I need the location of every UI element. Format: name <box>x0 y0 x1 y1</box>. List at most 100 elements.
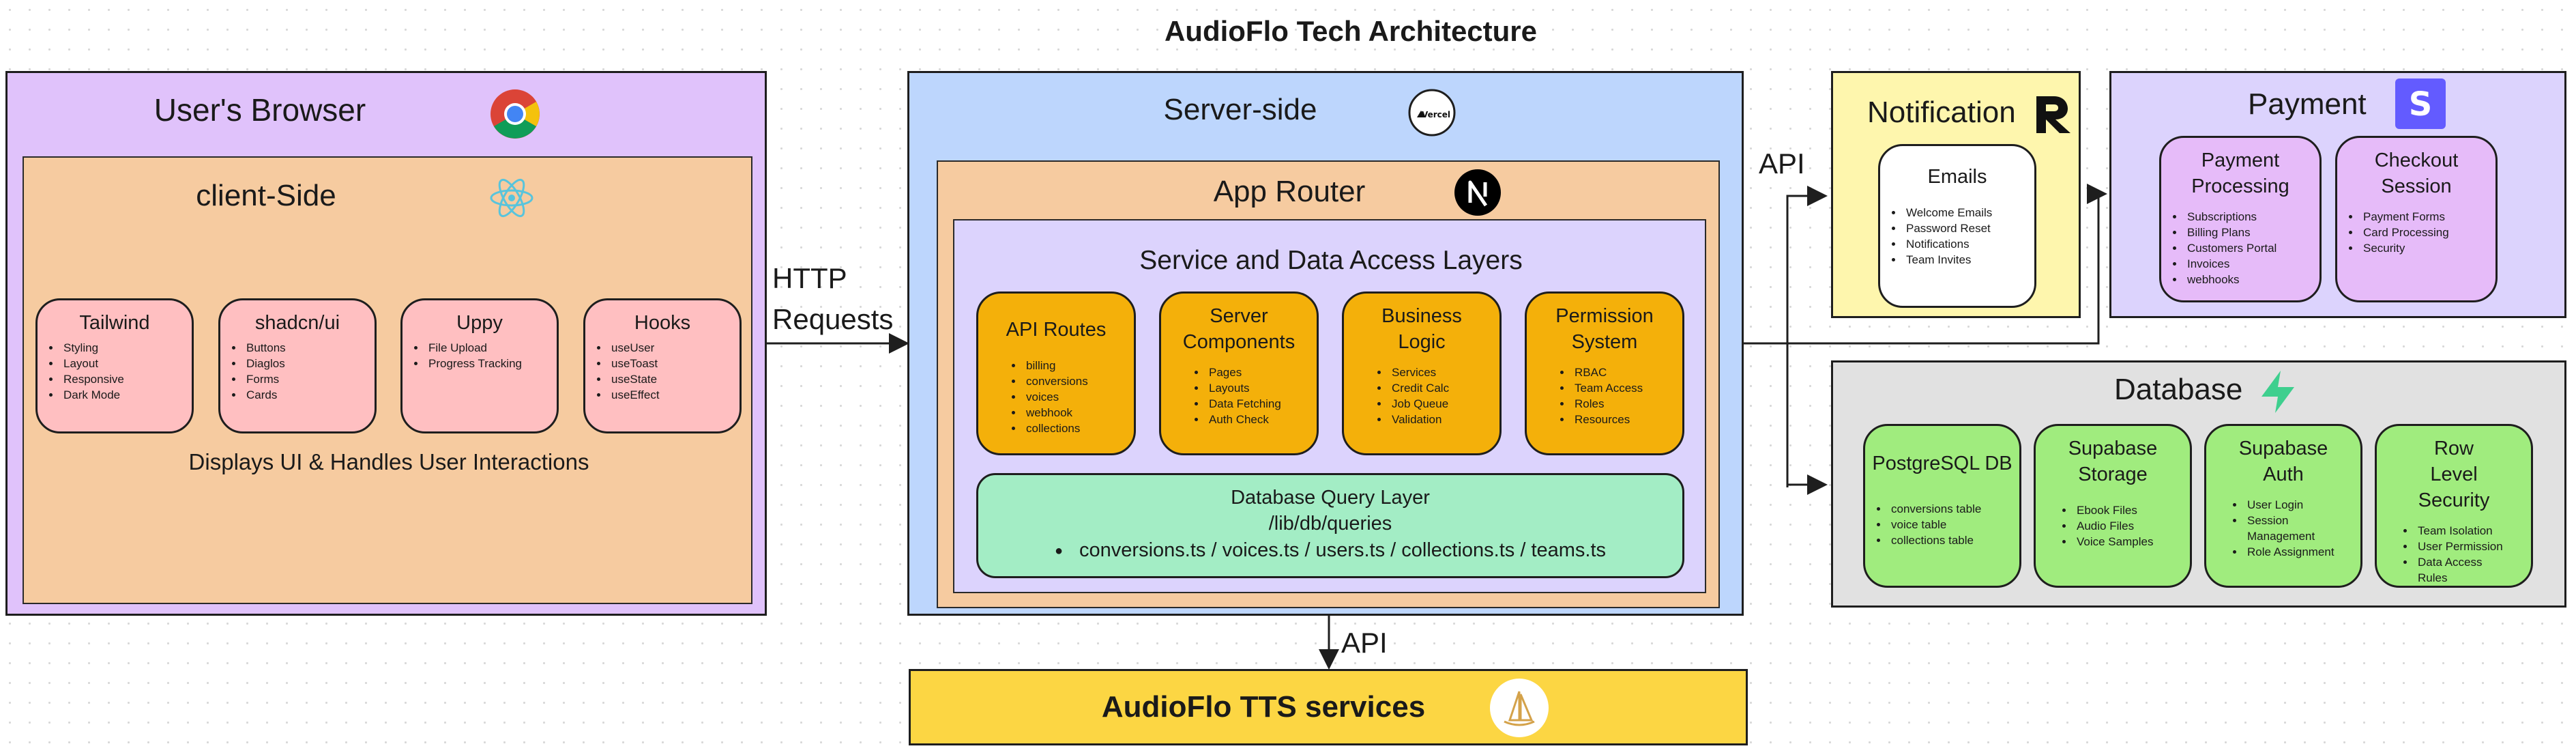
list-item: Team Isolation <box>2415 523 2531 539</box>
card-title: PostgreSQL DB <box>1872 453 2012 474</box>
list-item: Subscriptions <box>2184 209 2319 225</box>
card-title: Supabase Auth <box>2238 438 2328 485</box>
query-layer-files-text: conversions.ts / voices.ts / users.ts / … <box>1079 539 1607 561</box>
list-item: Data Access Rules <box>2415 554 2486 586</box>
payment-label: Payment <box>2248 87 2367 121</box>
nextjs-icon <box>1454 169 1502 220</box>
server-side-panel: Server-side Vercel App Router Service an… <box>907 71 1744 616</box>
service-layers-panel: Service and Data Access Layers API Route… <box>953 219 1706 593</box>
list-item: Dark Mode <box>61 387 192 403</box>
list-item: Team Invites <box>1903 252 2034 268</box>
service-card-api-routes: API Routes billing conversions voices we… <box>976 291 1136 455</box>
react-icon <box>489 175 534 224</box>
list-item: Auth Check <box>1206 412 1317 427</box>
audioflo-icon <box>1489 678 1549 741</box>
card-title: Uppy <box>456 312 503 334</box>
api-arrow-notification <box>1786 186 1828 487</box>
emails-card: Emails Welcome Emails Password Reset Not… <box>1878 144 2036 308</box>
list-item: voices <box>1023 389 1134 405</box>
card-title: Checkout Session <box>2374 149 2459 197</box>
app-router-label: App Router <box>1213 175 1366 208</box>
database-label: Database <box>2114 373 2243 406</box>
card-title: Business Logic <box>1381 305 1462 353</box>
list-item: useToast <box>609 356 740 371</box>
bullet: ● <box>1054 543 1064 559</box>
list-item: Progress Tracking <box>426 356 557 371</box>
list-item: voice table <box>1888 517 2019 532</box>
api-arrow-payment <box>1744 184 2107 345</box>
card-title: shadcn/ui <box>254 312 340 334</box>
list-item: conversions table <box>1888 501 2019 517</box>
list-item: User Permission <box>2415 539 2531 554</box>
payment-card-checkout: Checkout Session Payment Forms Card Proc… <box>2335 136 2498 302</box>
list-item: Job Queue <box>1389 396 1499 412</box>
card-title: API Routes <box>1006 319 1107 341</box>
list-item: Resources <box>1572 412 1682 427</box>
db-card-supabase-auth: Supabase Auth User Login Session Managem… <box>2204 424 2362 588</box>
list-item: File Upload <box>426 340 557 356</box>
list-item: Team Access <box>1572 380 1682 396</box>
list-item: Forms <box>244 371 375 387</box>
list-item: Security <box>2360 240 2496 256</box>
list-item: Welcome Emails <box>1903 205 2034 220</box>
list-item: Styling <box>61 340 192 356</box>
svg-text:S: S <box>2409 85 2433 124</box>
list-item: Session Management <box>2244 513 2322 544</box>
list-item: webhook <box>1023 405 1134 421</box>
list-item: Cards <box>244 387 375 403</box>
list-item: Invoices <box>2184 256 2319 272</box>
list-item: Buttons <box>244 340 375 356</box>
card-title: Tailwind <box>79 312 150 334</box>
db-card-row-level-security: Row Level Security Team Isolation User P… <box>2375 424 2533 588</box>
card-title: Payment Processing <box>2191 149 2289 197</box>
list-item: User Login <box>2244 497 2360 513</box>
db-card-postgresql: PostgreSQL DB conversions table voice ta… <box>1863 424 2021 588</box>
client-side-caption: Displays UI & Handles User Interactions <box>188 449 589 474</box>
list-item: Layouts <box>1206 380 1317 396</box>
notification-panel: Notification Emails Welcome Emails Passw… <box>1831 71 2081 318</box>
card-title: Server Components <box>1182 305 1296 353</box>
list-item: Customers Portal <box>2184 240 2319 256</box>
list-item: Payment Forms <box>2360 209 2496 225</box>
query-layer-files: ● conversions.ts / voices.ts / users.ts /… <box>978 537 1682 565</box>
stripe-icon: S <box>2395 79 2446 132</box>
card-title: Hooks <box>634 312 691 334</box>
service-layers-label: Service and Data Access Layers <box>1139 246 1523 275</box>
service-card-business-logic: Business Logic Services Credit Calc Job … <box>1342 291 1502 455</box>
list-item: collections <box>1023 421 1134 436</box>
list-item: Diaglos <box>244 356 375 371</box>
query-layer-title: Database Query Layer <box>1231 487 1430 509</box>
users-browser-panel: User's Browser client-Side Tailwind <box>5 71 767 616</box>
database-query-layer: Database Query Layer /lib/db/queries ●co… <box>976 473 1684 578</box>
service-card-permission-system: Permission System RBAC Team Access Roles… <box>1525 291 1684 455</box>
http-label-line-1: HTTP <box>772 262 847 294</box>
vercel-wordmark: Vercel <box>1422 110 1450 119</box>
card-title: Permission System <box>1555 305 1654 353</box>
client-card-tailwind: Tailwind Styling Layout Responsive Dark … <box>35 298 194 433</box>
list-item: Responsive <box>61 371 192 387</box>
list-item: Ebook Files <box>2074 502 2190 518</box>
list-item: Billing Plans <box>2184 225 2319 240</box>
api-arrow-database <box>1786 341 1828 495</box>
supabase-icon <box>2259 369 2297 418</box>
list-item: conversions <box>1023 373 1134 389</box>
list-item: Validation <box>1389 412 1499 427</box>
list-item: Roles <box>1572 396 1682 412</box>
card-title: Emails <box>1927 166 1987 188</box>
list-item: Layout <box>61 356 192 371</box>
list-item: useState <box>609 371 740 387</box>
database-panel: Database PostgreSQL DB conversions table… <box>1831 360 2566 608</box>
list-item: billing <box>1023 358 1134 373</box>
list-item: useEffect <box>609 387 740 403</box>
http-label: HTTP Requests <box>772 258 909 340</box>
client-card-shadcn: shadcn/ui Buttons Diaglos Forms Cards <box>218 298 377 433</box>
users-browser-label: User's Browser <box>153 92 366 128</box>
app-router-panel: App Router Service and Data Access Layer… <box>937 160 1720 608</box>
tts-services-panel: AudioFlo TTS services <box>909 669 1748 745</box>
list-item: Data Fetching <box>1206 396 1317 412</box>
list-item: Services <box>1389 365 1499 380</box>
list-item: Role Assignment <box>2244 544 2360 560</box>
list-item: Notifications <box>1903 236 2034 252</box>
client-side-panel: client-Side Tailwind Styling Layout Resp… <box>23 156 752 604</box>
